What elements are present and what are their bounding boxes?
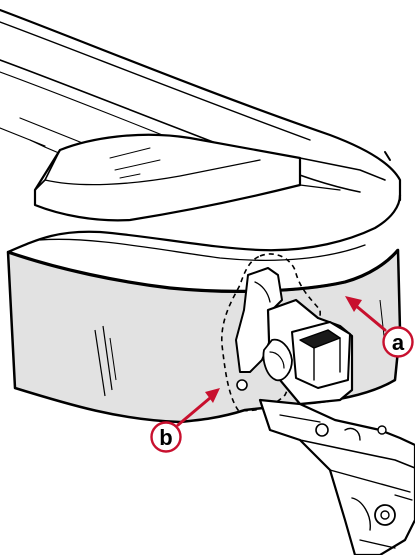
gimbal-outline-dashed xyxy=(221,253,321,412)
callout-b-label: b xyxy=(159,425,172,450)
callout-b-circle xyxy=(150,421,182,453)
stern-drive-unit xyxy=(235,267,415,555)
callout-b: b xyxy=(150,388,220,453)
callout-a-label: a xyxy=(392,330,405,355)
callout-a: a xyxy=(345,296,414,358)
callout-a-circle xyxy=(382,326,414,358)
deck-top xyxy=(0,8,402,261)
